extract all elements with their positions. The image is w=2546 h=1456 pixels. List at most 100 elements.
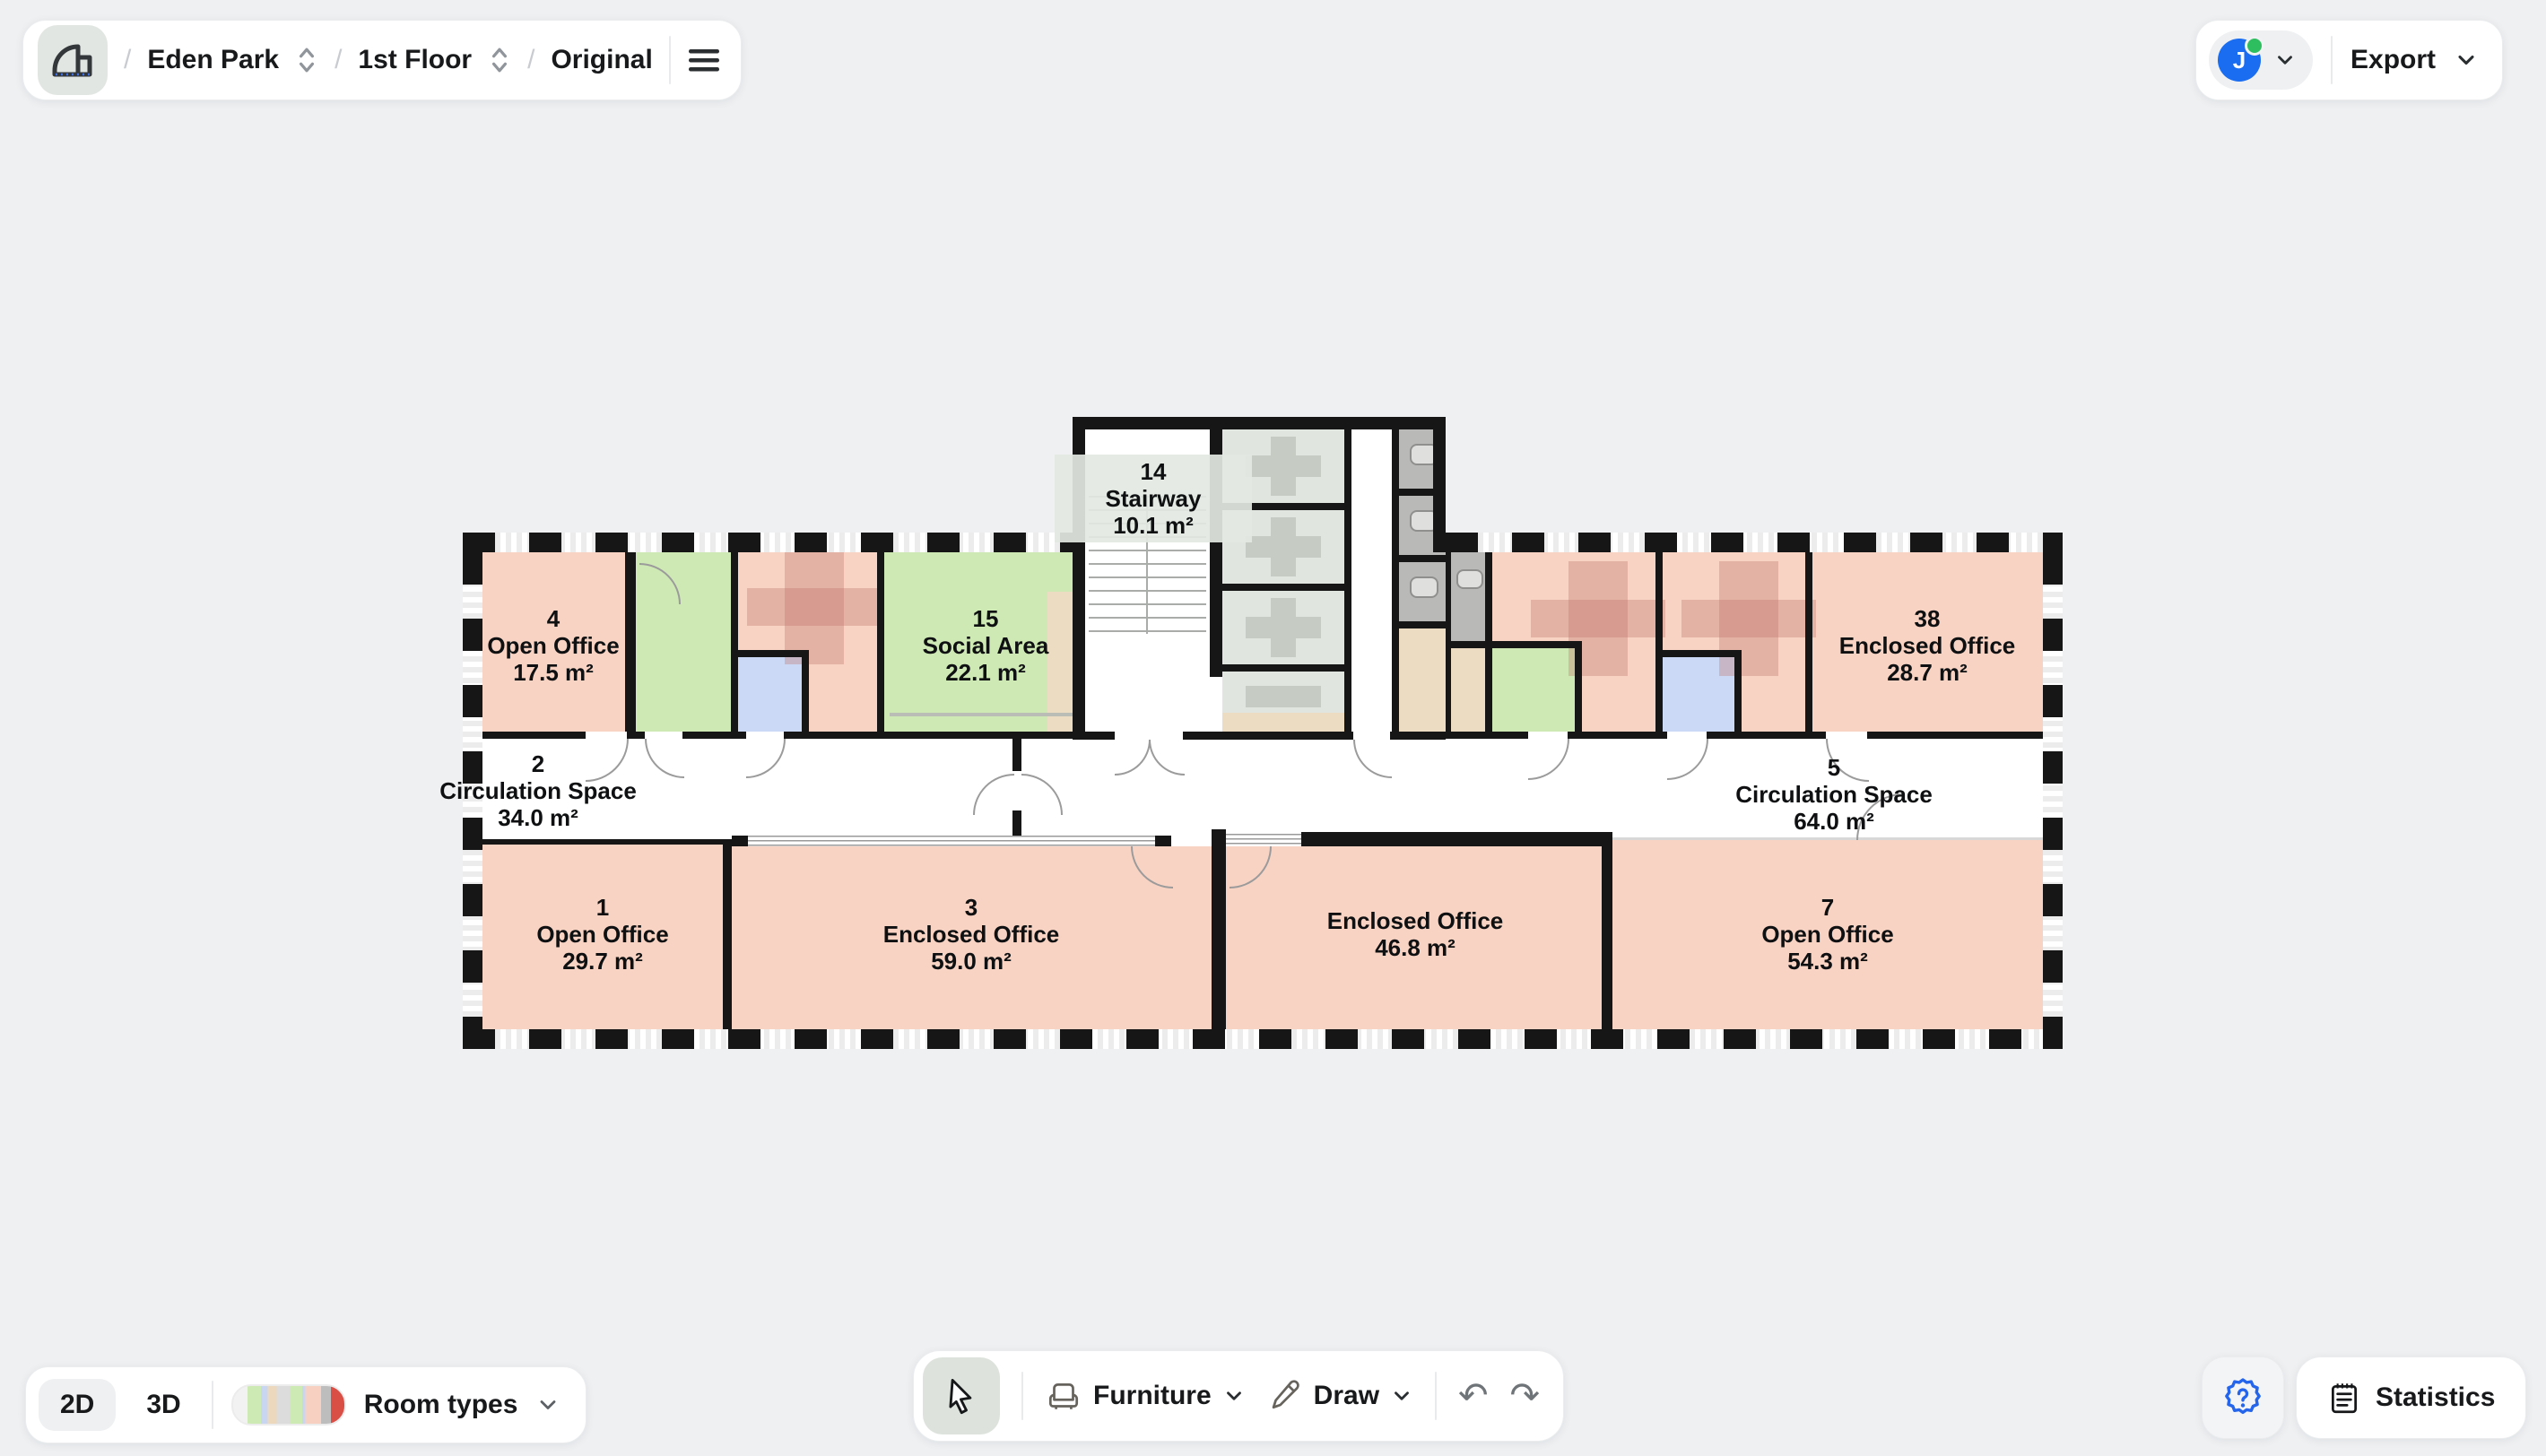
breadcrumb-bar: / Eden Park / 1st Floor / Original (22, 20, 742, 100)
room-label-open-office-1[interactable]: 1 Open Office 29.7 m² (504, 894, 701, 975)
room-types-button[interactable]: Room types (363, 1390, 518, 1419)
room-area: 54.3 m² (1787, 948, 1868, 975)
room-name: Circulation Space (439, 777, 637, 804)
editor-toolbar: Furniture Draw ↶ ↷ (913, 1350, 1565, 1442)
divider (668, 36, 671, 84)
mode-3d-button[interactable]: 3D (146, 1390, 181, 1419)
desk-cluster[interactable] (1531, 600, 1665, 637)
breadcrumb-separator: / (335, 45, 343, 74)
divider (211, 1381, 213, 1429)
room-label-circulation-2[interactable]: 2 Circulation Space 34.0 m² (439, 750, 637, 831)
account-export-bar: J Export (2195, 20, 2504, 100)
room-enclosed-office-38[interactable] (1812, 552, 2043, 739)
account-menu[interactable]: J (2209, 30, 2313, 90)
booth-table[interactable] (1271, 598, 1296, 657)
breadcrumb-floor[interactable]: 1st Floor (358, 45, 473, 74)
room-label-open-office-7[interactable]: 7 Open Office 54.3 m² (1729, 894, 1926, 975)
avatar[interactable]: J (2218, 36, 2264, 82)
corridor[interactable] (1351, 429, 1392, 732)
room-number: 3 (964, 894, 978, 921)
room-name: Enclosed Office (882, 921, 1060, 948)
room-number: 14 (1140, 458, 1167, 485)
breadcrumb-project[interactable]: Eden Park (147, 45, 280, 74)
room-name: Open Office (536, 921, 669, 948)
app-logo-icon (50, 41, 95, 79)
window-strip (1226, 834, 1301, 846)
floor-switcher-icon[interactable] (488, 47, 511, 74)
booth-table[interactable] (1246, 686, 1321, 707)
chevron-down-icon[interactable] (2454, 48, 2479, 73)
room-small-blue-right[interactable] (1663, 657, 1734, 739)
breadcrumb-separator: / (527, 45, 535, 74)
divider (1435, 1372, 1438, 1420)
project-switcher-icon[interactable] (295, 47, 318, 74)
mode-2d-button[interactable]: 2D (39, 1379, 117, 1431)
wc-block-right-top[interactable] (1451, 552, 1485, 641)
tan-block-right-bottom[interactable] (1451, 648, 1485, 732)
room-area: 34.0 m² (498, 804, 578, 831)
booth-tan-cell[interactable] (1222, 713, 1344, 732)
room-label-circulation-5[interactable]: 5 Circulation Space 64.0 m² (1735, 754, 1933, 835)
service-tan-strip[interactable] (1047, 592, 1073, 732)
desk-cluster[interactable] (1681, 600, 1816, 637)
toilet-fixture[interactable] (1456, 569, 1483, 589)
room-small-blue-left[interactable] (738, 657, 802, 739)
room-label-enclosed-office-38[interactable]: 38 Enclosed Office 28.7 m² (1829, 605, 2026, 686)
desk-cluster[interactable] (747, 588, 882, 626)
kitchen-counter[interactable] (890, 713, 1080, 716)
stair-block-wall (1433, 417, 1446, 552)
statistics-label: Statistics (2376, 1382, 2496, 1412)
room-name: Circulation Space (1735, 781, 1933, 808)
room-area: 29.7 m² (562, 948, 643, 975)
room-enclosed-office-46[interactable] (1226, 845, 1602, 1029)
cursor-arrow-icon (943, 1376, 979, 1416)
furniture-menu[interactable]: Furniture (1045, 1377, 1246, 1415)
room-area: 17.5 m² (513, 659, 594, 686)
divider (1021, 1372, 1023, 1420)
room-enclosed-office-3[interactable] (732, 846, 1212, 1029)
chevron-down-icon (1222, 1384, 1246, 1408)
floor-plan-canvas[interactable]: 4 Open Office 17.5 m² 15 Social Area 22.… (439, 417, 2063, 1049)
undo-button[interactable]: ↶ (1458, 1376, 1489, 1416)
online-status-dot (2245, 36, 2264, 56)
room-small-green-right[interactable] (1492, 648, 1575, 732)
outer-wall-top-left (463, 533, 1073, 552)
room-name: Enclosed Office (1838, 632, 2016, 659)
booth-table[interactable] (1271, 517, 1296, 576)
room-label-enclosed-office-3[interactable]: 3 Enclosed Office 59.0 m² (873, 894, 1070, 975)
redo-button[interactable]: ↷ (1509, 1376, 1541, 1416)
app-logo-button[interactable] (38, 25, 108, 95)
toilet-fixture[interactable] (1410, 576, 1438, 598)
statistics-button[interactable]: Statistics (2296, 1356, 2527, 1439)
room-label-open-office-4[interactable]: 4 Open Office 17.5 m² (455, 605, 652, 686)
room-area: 46.8 m² (1375, 934, 1455, 961)
select-tool-button[interactable] (923, 1357, 1000, 1434)
desk-cluster[interactable] (1719, 561, 1778, 676)
menu-button[interactable] (687, 45, 721, 75)
desk-cluster[interactable] (785, 550, 844, 664)
chevron-down-icon[interactable] (535, 1392, 560, 1417)
clipboard-icon (2327, 1380, 2361, 1416)
room-area: 10.1 m² (1113, 512, 1194, 539)
room-types-legend-swatch[interactable] (230, 1384, 346, 1426)
help-button[interactable] (2202, 1356, 2284, 1439)
divider (2331, 36, 2333, 84)
breadcrumb-version[interactable]: Original (551, 45, 653, 74)
room-label-social-area[interactable]: 15 Social Area 22.1 m² (887, 605, 1084, 686)
room-label-enclosed-office-46[interactable]: Enclosed Office 46.8 m² (1316, 907, 1514, 961)
armchair-icon (1045, 1377, 1082, 1415)
room-number: 38 (1914, 605, 1941, 632)
outer-wall-top-right (1446, 533, 2063, 552)
view-controls: 2D 3D Room types (25, 1366, 587, 1443)
room-open-office-7[interactable] (1612, 839, 2043, 1029)
room-label-stairway[interactable]: 14 Stairway 10.1 m² (1055, 455, 1252, 542)
room-number: 7 (1820, 894, 1835, 921)
draw-menu[interactable]: Draw (1267, 1377, 1413, 1415)
room-open-office-4[interactable] (482, 552, 632, 739)
room-open-office-1[interactable] (482, 845, 723, 1029)
room-area: 22.1 m² (945, 659, 1026, 686)
booth-table[interactable] (1271, 437, 1296, 496)
export-button[interactable]: Export (2350, 45, 2437, 74)
wc-tan-cell[interactable] (1399, 628, 1446, 732)
